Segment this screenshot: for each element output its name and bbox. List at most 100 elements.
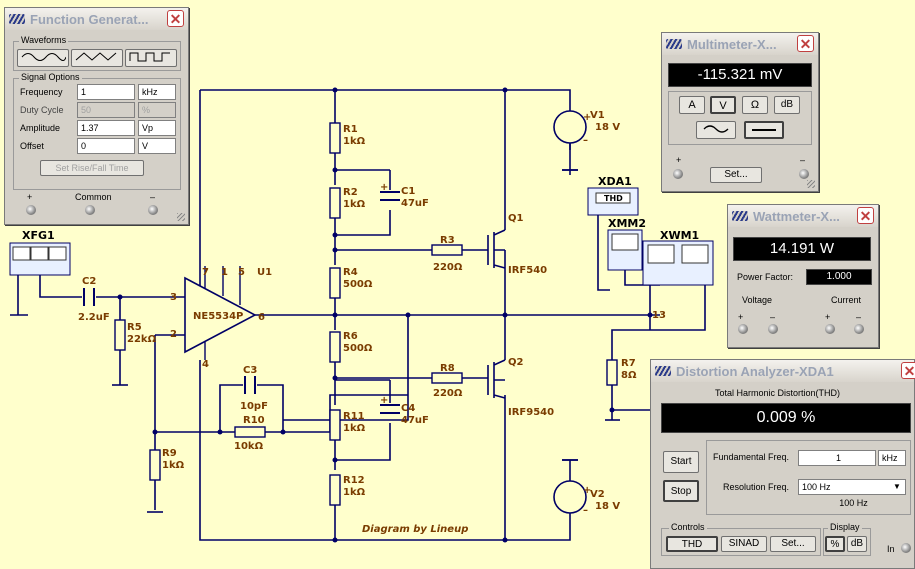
ac-sine-icon: [703, 125, 729, 133]
r1-resistor: [329, 122, 341, 154]
c3-name: C3: [243, 365, 257, 376]
ohmmeter-button[interactable]: Ω: [742, 96, 768, 114]
controls-group: [661, 528, 821, 556]
r10-resistor: [234, 426, 266, 438]
resolution-freq-value: 100 Hz: [802, 482, 831, 492]
diagram-credit: Diagram by Lineup: [362, 524, 468, 535]
c2-name: C2: [82, 276, 96, 287]
close-icon[interactable]: ✕: [901, 362, 915, 379]
thd-reading: 0.009 %: [661, 403, 911, 433]
r8-value: 220Ω: [433, 388, 463, 399]
resolution-freq-select[interactable]: 100 Hz ▼: [798, 479, 906, 495]
amplitude-input[interactable]: 1.37: [77, 120, 135, 136]
in-terminal[interactable]: [901, 543, 911, 553]
r5-value: 22kΩ: [127, 334, 157, 345]
minus-terminal-label: –: [800, 155, 806, 165]
v1-value: 18 V: [595, 122, 620, 133]
minus-terminal[interactable]: [799, 169, 809, 179]
sine-wave-icon: [21, 53, 67, 61]
ac-mode-button[interactable]: [696, 121, 736, 139]
multimeter-titlebar[interactable]: Multimeter-X... ✕: [662, 33, 818, 55]
c4-value: 47uF: [401, 415, 429, 426]
r4-name: R4: [343, 267, 358, 278]
dc-mode-button[interactable]: [744, 121, 784, 139]
pin2: 2: [170, 329, 177, 340]
ammeter-button[interactable]: A: [679, 96, 705, 114]
thd-label: Total Harmonic Distortion(THD): [715, 388, 841, 398]
wattmeter-titlebar[interactable]: Wattmeter-X... ✕: [728, 205, 878, 227]
xwm1-label: XWM1: [660, 229, 699, 242]
square-wave-icon: [129, 52, 170, 62]
thd-button[interactable]: THD: [666, 536, 718, 552]
frequency-unit[interactable]: kHz: [138, 84, 176, 100]
plus-terminal[interactable]: [673, 169, 683, 179]
function-generator-titlebar[interactable]: Function Generat... ✕: [5, 8, 188, 30]
r5-resistor: [114, 319, 126, 351]
waveforms-label: Waveforms: [19, 35, 69, 45]
close-icon[interactable]: ✕: [797, 35, 814, 52]
chevron-down-icon[interactable]: ▼: [893, 482, 901, 491]
close-icon[interactable]: ✕: [857, 207, 874, 224]
current-label: Current: [831, 295, 862, 305]
common-terminal[interactable]: [85, 205, 95, 215]
multimeter-set-button[interactable]: Set...: [710, 167, 762, 183]
waveforms-group: [13, 41, 181, 71]
r7-value: 8Ω: [621, 370, 637, 381]
sine-wave-button[interactable]: [17, 49, 69, 67]
duty-cycle-input[interactable]: 50: [77, 102, 135, 118]
close-icon[interactable]: ✕: [167, 10, 184, 27]
duty-cycle-unit[interactable]: %: [138, 102, 176, 118]
controls-set-button[interactable]: Set...: [770, 536, 816, 552]
offset-input[interactable]: 0: [77, 138, 135, 154]
plus-terminal[interactable]: [26, 205, 36, 215]
c1-value: 47uF: [401, 198, 429, 209]
voltage-plus-terminal[interactable]: [738, 324, 748, 334]
plus-terminal-label: +: [27, 192, 33, 202]
r6-name: R6: [343, 331, 358, 342]
svg-text:+: +: [583, 112, 591, 123]
op-amp: [184, 276, 257, 354]
triangle-wave-button[interactable]: [71, 49, 123, 67]
app-icon: [655, 366, 671, 376]
pin1: 1: [221, 267, 228, 278]
r11-name: R11: [343, 411, 365, 422]
v2-source: [553, 480, 587, 514]
controls-label: Controls: [669, 522, 707, 532]
start-button[interactable]: Start: [663, 451, 699, 473]
minus-terminal[interactable]: [148, 205, 158, 215]
r7-name: R7: [621, 358, 636, 369]
q2-mosfet: [487, 359, 506, 399]
square-wave-button[interactable]: [125, 49, 177, 67]
distortion-analyzer-titlebar[interactable]: Distortion Analyzer-XDA1 ✕: [651, 360, 915, 382]
xmm2-label: XMM2: [608, 217, 646, 230]
duty-cycle-label: Duty Cycle: [20, 105, 64, 115]
resize-grip[interactable]: [177, 213, 185, 221]
db-display-button[interactable]: dB: [847, 536, 867, 552]
fundamental-freq-input[interactable]: 1: [798, 450, 876, 466]
r2-name: R2: [343, 187, 358, 198]
app-icon: [666, 39, 682, 49]
frequency-label: Frequency: [20, 87, 63, 97]
stop-button[interactable]: Stop: [663, 480, 699, 502]
voltmeter-button[interactable]: V: [710, 96, 736, 114]
percent-button[interactable]: %: [825, 536, 845, 552]
q2-model: IRF9540: [508, 407, 554, 418]
amplitude-unit[interactable]: Vp: [138, 120, 176, 136]
current-minus-terminal[interactable]: [854, 324, 864, 334]
r6-resistor: [329, 331, 341, 363]
r3-resistor: [431, 244, 463, 256]
resize-grip[interactable]: [807, 180, 815, 188]
voltage-plus-label: +: [738, 312, 744, 322]
decibel-button[interactable]: dB: [774, 96, 800, 114]
sinad-button[interactable]: SINAD: [721, 536, 767, 552]
set-rise-fall-button[interactable]: Set Rise/Fall Time: [40, 160, 144, 176]
r8-resistor: [431, 372, 463, 384]
xfg1-label: XFG1: [22, 229, 55, 242]
offset-unit[interactable]: V: [138, 138, 176, 154]
voltage-minus-terminal[interactable]: [768, 324, 778, 334]
r1-name: R1: [343, 124, 358, 135]
frequency-input[interactable]: 1: [77, 84, 135, 100]
fundamental-freq-label: Fundamental Freq.: [713, 452, 790, 462]
current-plus-terminal[interactable]: [825, 324, 835, 334]
fundamental-freq-unit[interactable]: kHz: [878, 450, 906, 466]
